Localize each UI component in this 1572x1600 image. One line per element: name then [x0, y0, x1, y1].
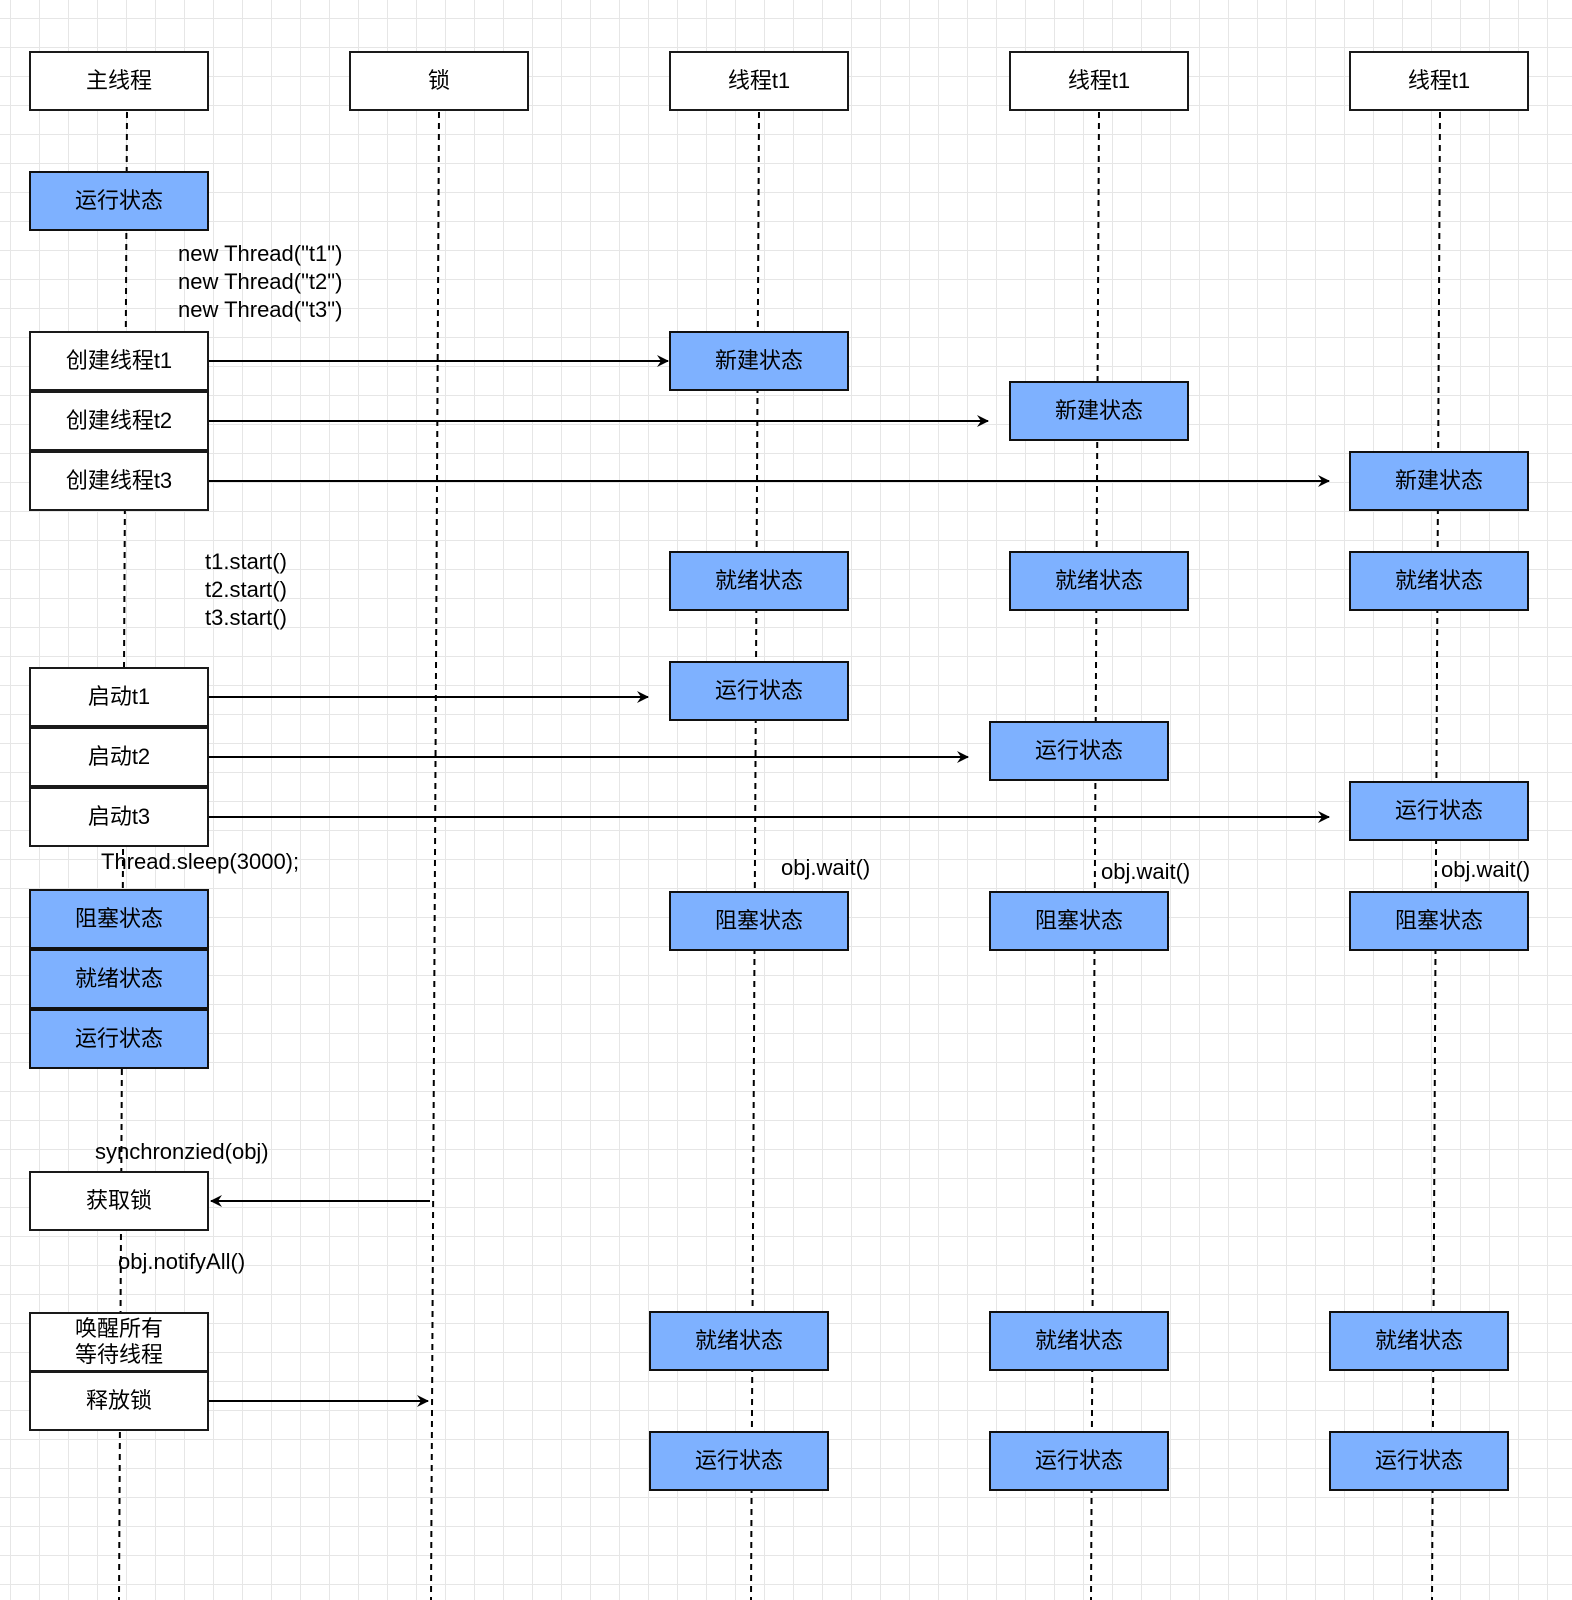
thread-b-state-running: 运行状态	[989, 721, 1169, 781]
lifeline-thread-c	[1431, 111, 1441, 1600]
annotation-wait-b: obj.wait()	[1101, 859, 1191, 884]
thread-a-state-running-2: 运行状态	[649, 1431, 829, 1491]
thread-a-state-ready-2: 就绪状态	[649, 1311, 829, 1371]
annotation-wait-a: obj.wait()	[781, 855, 871, 880]
step-wake-all: 唤醒所有 等待线程	[29, 1312, 209, 1372]
thread-b-state-ready-2: 就绪状态	[989, 1311, 1169, 1371]
step-start-t3: 启动t3	[29, 787, 209, 847]
main-state-ready: 就绪状态	[29, 949, 209, 1009]
lifeline-thread-b	[1090, 111, 1100, 1600]
annotation-new-thread-2: new Thread("t2")	[178, 269, 343, 294]
annotation-start-2: t2.start()	[205, 577, 287, 602]
main-state-running-2: 运行状态	[29, 1009, 209, 1069]
wake-all-line-1: 唤醒所有	[74, 1316, 163, 1341]
thread-c-state-ready-2: 就绪状态	[1329, 1311, 1509, 1371]
annotation-synchronized: synchronzied(obj)	[95, 1139, 269, 1164]
main-state-blocked: 阻塞状态	[29, 889, 209, 949]
thread-a-state-ready: 就绪状态	[669, 551, 849, 611]
lane-header-thread-b: 线程t1	[1009, 51, 1189, 111]
annotation-start-3: t3.start()	[205, 605, 287, 630]
thread-c-state-running-2: 运行状态	[1329, 1431, 1509, 1491]
lane-header-lock: 锁	[349, 51, 529, 111]
annotation-sleep: Thread.sleep(3000);	[101, 849, 300, 874]
lifeline-lock	[430, 111, 440, 1600]
thread-c-state-new: 新建状态	[1349, 451, 1529, 511]
step-create-t2: 创建线程t2	[29, 391, 209, 451]
step-start-t2: 启动t2	[29, 727, 209, 787]
annotation-start-1: t1.start()	[205, 549, 287, 574]
wake-all-line-2: 等待线程	[74, 1342, 163, 1367]
thread-a-state-blocked: 阻塞状态	[669, 891, 849, 951]
thread-c-state-ready: 就绪状态	[1349, 551, 1529, 611]
annotation-notify-all: obj.notifyAll()	[118, 1249, 246, 1274]
lane-header-thread-a: 线程t1	[669, 51, 849, 111]
thread-c-state-running: 运行状态	[1349, 781, 1529, 841]
thread-b-state-new: 新建状态	[1009, 381, 1189, 441]
step-start-t1: 启动t1	[29, 667, 209, 727]
thread-a-state-new: 新建状态	[669, 331, 849, 391]
thread-c-state-blocked: 阻塞状态	[1349, 891, 1529, 951]
annotation-new-thread-3: new Thread("t3")	[178, 297, 343, 322]
lane-header-main: 主线程	[29, 51, 209, 111]
annotation-wait-c: obj.wait()	[1441, 857, 1531, 882]
thread-b-state-ready: 就绪状态	[1009, 551, 1189, 611]
step-create-t1: 创建线程t1	[29, 331, 209, 391]
thread-b-state-running-2: 运行状态	[989, 1431, 1169, 1491]
thread-a-state-running: 运行状态	[669, 661, 849, 721]
annotation-new-thread-1: new Thread("t1")	[178, 241, 343, 266]
step-release-lock: 释放锁	[29, 1371, 209, 1431]
thread-b-state-blocked: 阻塞状态	[989, 891, 1169, 951]
step-acquire-lock: 获取锁	[29, 1171, 209, 1231]
main-state-running: 运行状态	[29, 171, 209, 231]
lane-header-thread-c: 线程t1	[1349, 51, 1529, 111]
step-create-t3: 创建线程t3	[29, 451, 209, 511]
